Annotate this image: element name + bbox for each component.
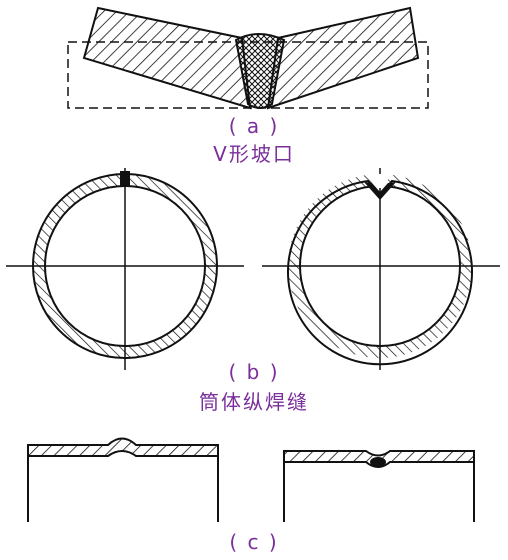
- cylinder-right: [262, 168, 500, 370]
- left-plate: [82, 6, 252, 110]
- caption-a-title: V形坡口: [213, 142, 295, 166]
- right-plate: [266, 6, 420, 110]
- shell-section-right: [283, 450, 475, 522]
- caption-a-label: ( a ): [228, 114, 280, 138]
- caption-b-label: ( b ): [228, 360, 280, 384]
- v-groove-drawing: [67, 6, 429, 110]
- plate-strip-left: [27, 437, 219, 457]
- weld-bead: [234, 33, 286, 109]
- shell-section-left: [27, 437, 219, 522]
- shell-outer-edge-right: [287, 179, 473, 366]
- caption-c-label: ( c ): [229, 530, 279, 554]
- seam-peak: [364, 182, 396, 200]
- seam-mark: [120, 171, 130, 187]
- caption-b-title: 筒体纵焊缝: [199, 390, 309, 414]
- cylinder-left: [6, 168, 244, 370]
- weld-dip: [370, 457, 386, 467]
